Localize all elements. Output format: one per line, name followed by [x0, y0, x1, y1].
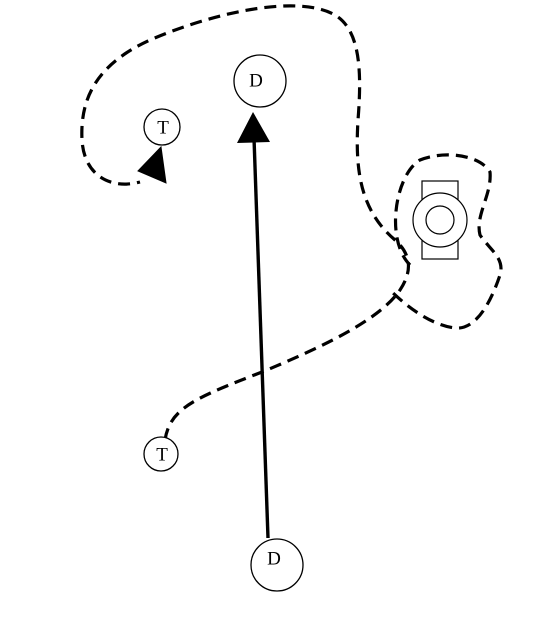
dashed-obstacle-loop: [388, 153, 503, 330]
solid-pass-arrowhead: [237, 112, 270, 143]
node-d-top: D: [233, 54, 287, 108]
obstacle-icon: [412, 180, 468, 260]
node-d-bottom: D: [250, 538, 304, 592]
node-t-bottom-label: T: [156, 444, 168, 465]
dashed-route-arrowhead: [137, 145, 167, 184]
node-t-bottom: T: [143, 436, 179, 472]
node-t-top-label: T: [157, 117, 169, 138]
dashed-route-path: [80, 4, 410, 441]
node-d-bottom-label: D: [267, 548, 281, 569]
node-d-top-label: D: [249, 70, 263, 91]
solid-pass-line: [252, 137, 270, 539]
node-t-top: T: [143, 108, 181, 146]
